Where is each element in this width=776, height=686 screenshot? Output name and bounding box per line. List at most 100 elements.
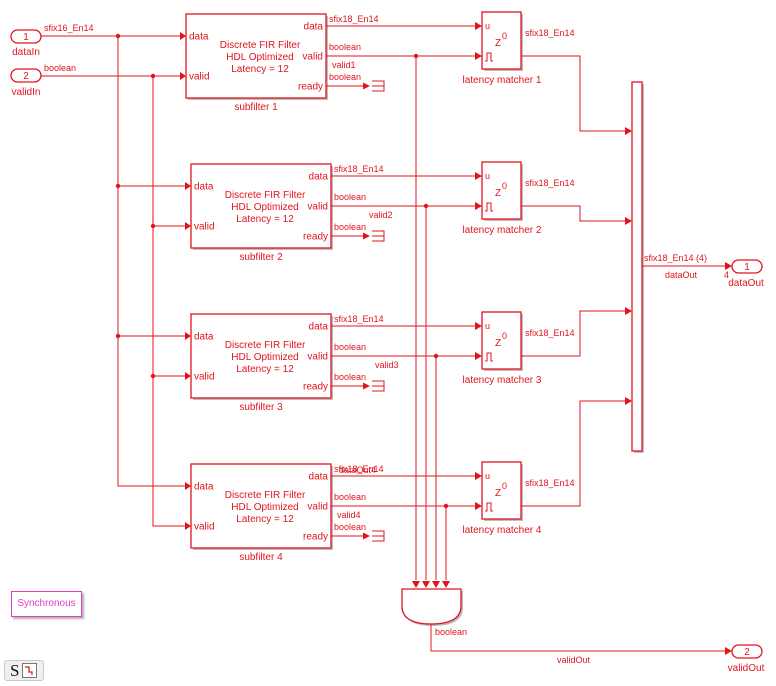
out-port-label-ready: ready — [298, 82, 323, 93]
signal-label-matcher-out-type: sfix18_En14 — [525, 328, 575, 338]
block-name: subfilter 4 — [239, 552, 283, 563]
mux-block[interactable] — [631, 81, 644, 453]
delay-exponent: 0 — [502, 331, 507, 341]
signal-label-valid-name: valid4 — [337, 510, 361, 520]
signal-label-ready-type: boolean — [334, 222, 366, 232]
signal-label-valid-name: valid1 — [332, 60, 356, 70]
signal-label-validOut: validOut — [557, 655, 591, 665]
in-port-label-data: data — [194, 482, 214, 493]
port-label-u: u — [485, 21, 490, 31]
signal-label-valid-name: valid3 — [375, 360, 399, 370]
signal-label-data-type: sfix18_En14 — [334, 164, 384, 174]
signal-label-valid-type: boolean — [334, 192, 366, 202]
enable-pulse-icon — [485, 502, 493, 512]
out-port-label-valid: valid — [307, 352, 328, 363]
signal-label-matcher-out-type: sfix18_En14 — [525, 478, 575, 488]
valid-bus-wiring — [412, 53, 450, 588]
outport-name: validOut — [728, 663, 765, 674]
delay-exponent: 0 — [502, 31, 507, 41]
and-gate-block[interactable] — [401, 588, 463, 626]
subfilter-output-wiring-4 — [331, 472, 482, 540]
latency-matcher-block-1[interactable]: uZ0 latency matcher 1 — [463, 11, 542, 86]
block-body-line: Discrete FIR Filter — [220, 40, 301, 51]
signal-label-dataOut: dataOut — [665, 270, 698, 280]
wire-dataIn-trunk — [117, 36, 185, 487]
delay-symbol: Z — [495, 38, 501, 49]
wire-validIn-trunk — [152, 76, 185, 527]
in-port-label-valid: valid — [194, 222, 215, 233]
inport-name: validIn — [12, 87, 41, 98]
signal-label-valid-name: valid2 — [369, 210, 393, 220]
terminator-block[interactable] — [372, 80, 385, 92]
enable-pulse-icon — [485, 352, 493, 362]
signal-label-valid-type: boolean — [334, 492, 366, 502]
port-label-u: u — [485, 171, 490, 181]
delay-symbol: Z — [495, 338, 501, 349]
block-body-line: Latency = 12 — [231, 64, 289, 75]
port-label-u: u — [485, 471, 490, 481]
in-port-label-data: data — [194, 332, 214, 343]
enable-pulse-icon — [485, 202, 493, 212]
block-body-line: Discrete FIR Filter — [225, 490, 306, 501]
out-port-label-ready: ready — [303, 382, 328, 393]
inport-name: dataIn — [12, 47, 40, 58]
subfilter-block-4[interactable]: data valid data valid ready Discrete FIR Filt… — [190, 463, 333, 563]
inport-number: 1 — [23, 32, 29, 43]
out-port-label-valid: valid — [307, 202, 328, 213]
signal-label-valid-type: boolean — [329, 42, 361, 52]
input-wiring — [41, 32, 191, 530]
block-body-line: HDL Optimized — [231, 502, 298, 513]
inport-validIn[interactable]: 2 validIn — [10, 68, 42, 98]
terminator-block[interactable] — [372, 230, 385, 242]
outport-number: 1 — [744, 262, 750, 273]
block-body-line: HDL Optimized — [231, 352, 298, 363]
block-body-line: Discrete FIR Filter — [225, 190, 306, 201]
out-port-label-data: data — [304, 22, 324, 33]
subfilter-output-wiring-3 — [331, 322, 482, 390]
block-name: latency matcher 2 — [463, 225, 542, 236]
outport-validOut[interactable]: 2 validOut — [728, 644, 765, 674]
signal-label-data-type: sfix18_En14 — [329, 14, 379, 24]
block-body-line: Discrete FIR Filter — [225, 340, 306, 351]
out-port-label-valid: valid — [302, 52, 323, 63]
out-port-label-ready: ready — [303, 232, 328, 243]
terminator-block[interactable] — [372, 380, 385, 392]
block-body-line: Latency = 12 — [236, 514, 294, 525]
in-port-label-data: data — [194, 182, 214, 193]
in-port-label-data: data — [189, 32, 209, 43]
outport-number: 2 — [744, 647, 750, 658]
outport-dataOut[interactable]: 1 dataOut — [728, 259, 764, 289]
out-port-label-data: data — [309, 322, 329, 333]
block-name: subfilter 3 — [239, 402, 283, 413]
in-port-label-valid: valid — [189, 72, 210, 83]
inport-dataIn[interactable]: 1 dataIn — [10, 29, 42, 58]
subfilter-block-1[interactable]: data valid data valid ready Discrete FIR Filt… — [185, 13, 328, 113]
delay-symbol: Z — [495, 488, 501, 499]
signal-label-ready-type: boolean — [334, 522, 366, 532]
signal-label-dataIn-type: sfix16_En14 — [44, 23, 94, 33]
signal-label-data-type: sfix18_En14 — [334, 314, 384, 324]
out-port-label-ready: ready — [303, 532, 328, 543]
inport-number: 2 — [23, 71, 29, 82]
subfilter-block-2[interactable]: data valid data valid ready Discrete FIR Filt… — [190, 163, 333, 263]
block-body-line: Latency = 12 — [236, 214, 294, 225]
delay-exponent: 0 — [502, 481, 507, 491]
signal-label-validIn-type: boolean — [44, 63, 76, 73]
delay-exponent: 0 — [502, 181, 507, 191]
terminator-block[interactable] — [372, 530, 385, 542]
wire-validOut — [430, 624, 725, 652]
synchronous-annotation[interactable]: Synchronous — [11, 591, 82, 617]
sample-time-legend-button[interactable]: S — [4, 660, 44, 681]
step-signal-icon — [22, 663, 38, 678]
block-name: latency matcher 1 — [463, 75, 542, 86]
block-body-line: HDL Optimized — [231, 202, 298, 213]
out-port-label-data: data — [309, 172, 329, 183]
out-port-label-valid: valid — [307, 502, 328, 513]
in-port-label-valid: valid — [194, 522, 215, 533]
out-port-label-data: data — [309, 472, 329, 483]
signal-label-and-type: boolean — [435, 627, 467, 637]
